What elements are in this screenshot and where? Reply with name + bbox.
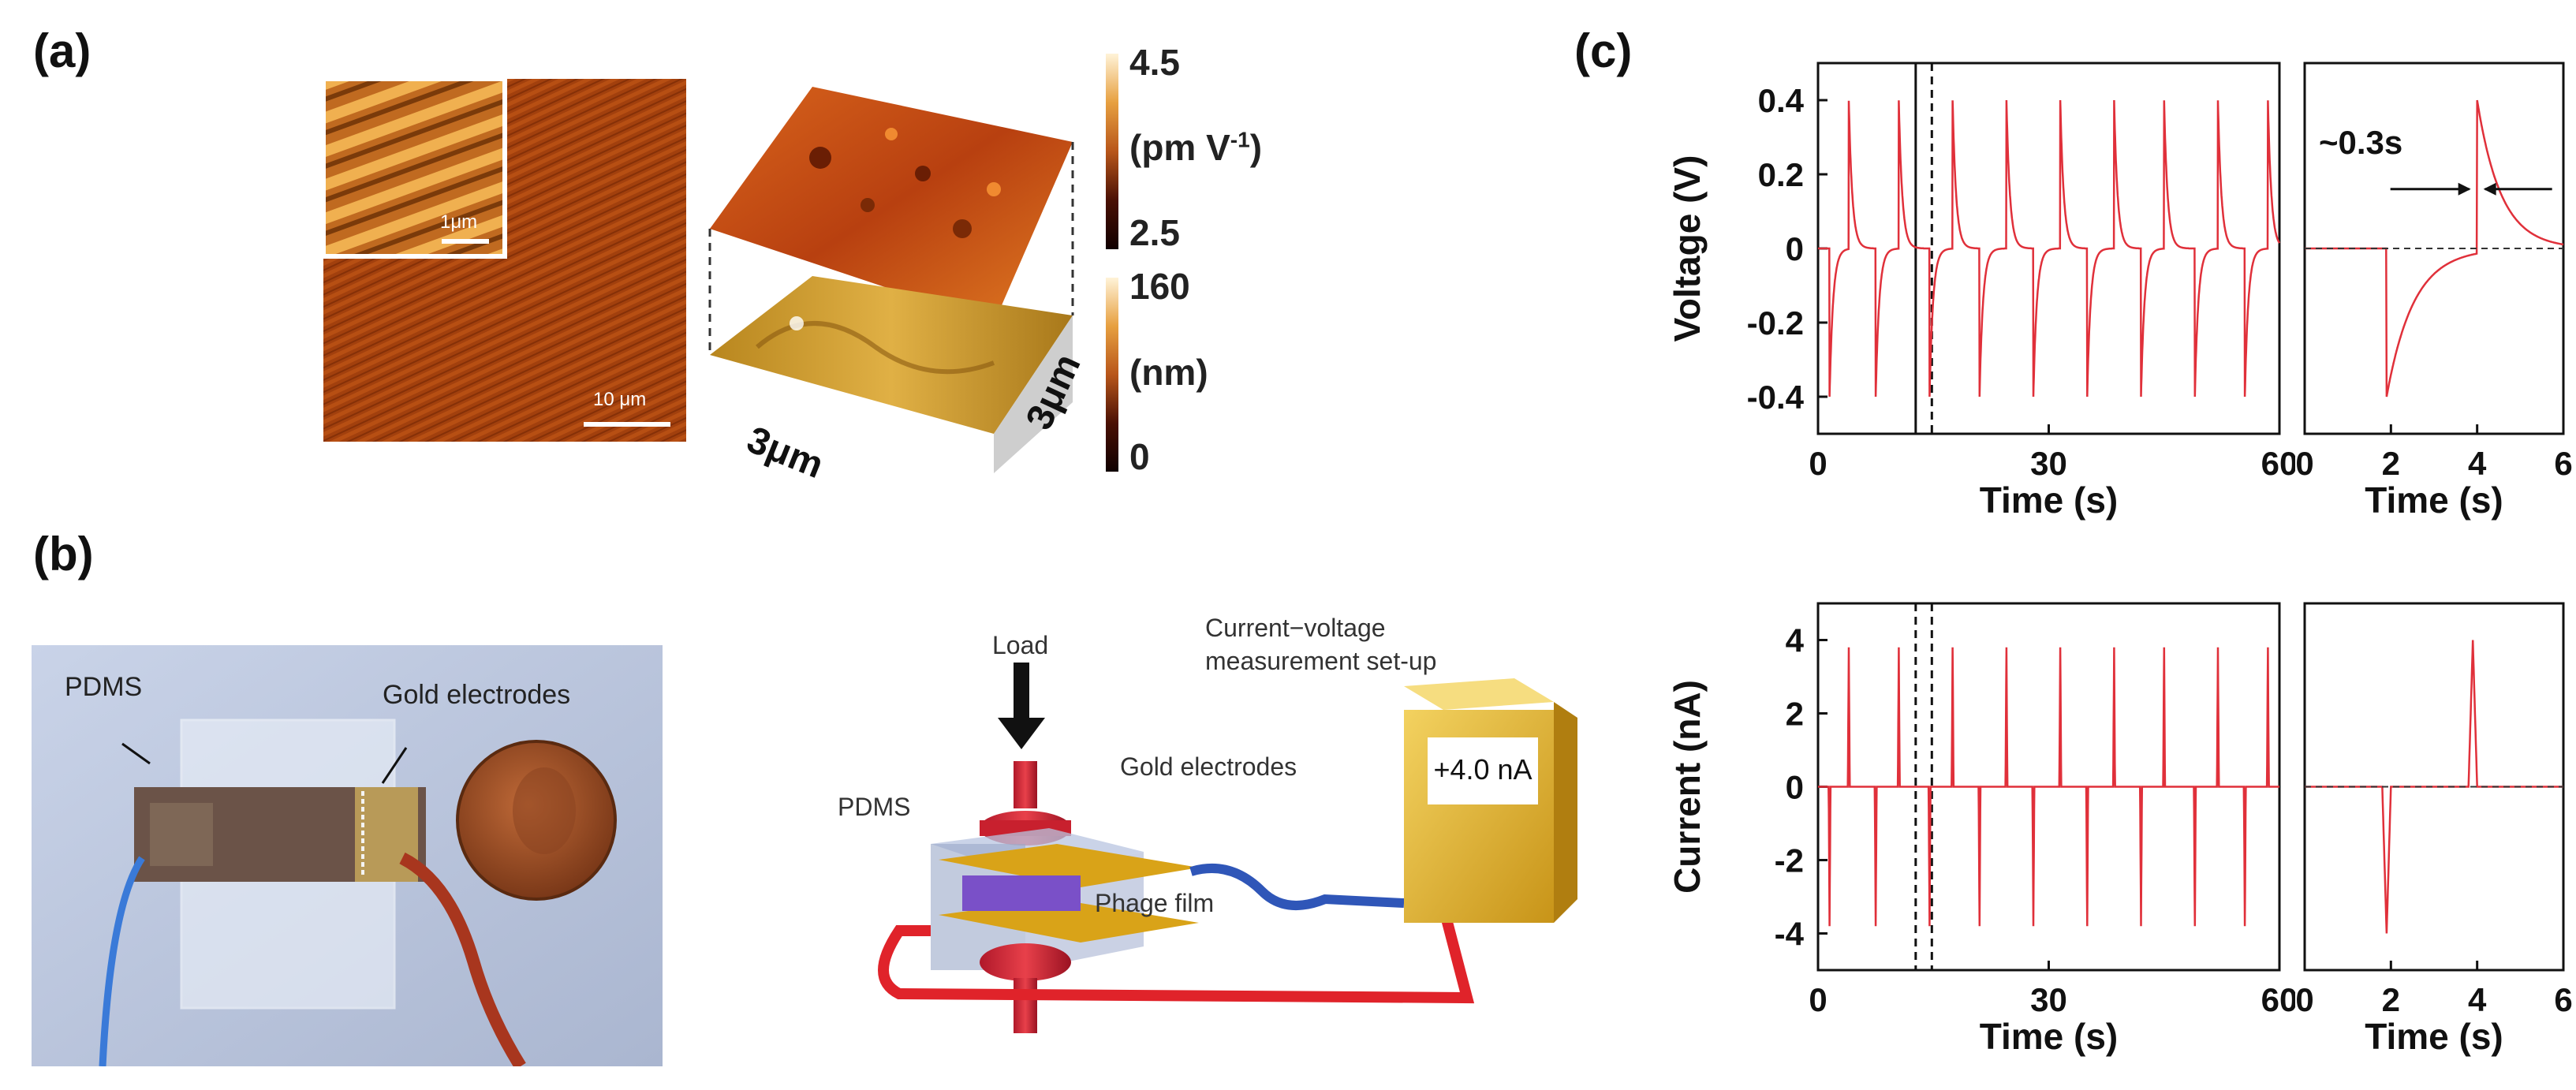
setup-diagram [878,663,1577,1033]
x-tick-label: 30 [2030,981,2067,1018]
series-trace [1818,647,2279,927]
x-tick-label: 0 [1809,445,1827,482]
device-photo [32,645,663,1066]
x-tick-label: 0 [2295,445,2313,482]
diagram-label-phage: Phage film [1095,889,1215,917]
x-tick-label: 0 [1809,981,1827,1018]
y-tick-label: 0 [1786,769,1804,806]
x-tick-label: 6 [2554,981,2572,1018]
colorbar-piezo-unit-text: (pm V [1129,127,1230,168]
diagram-label-setup-1: Current−voltage [1205,614,1386,642]
x-axis-label: Time (s) [2365,480,2503,521]
main-scale-label: 10 μm [593,389,647,410]
x-tick-label: 2 [2382,981,2400,1018]
x-tick-label: 6 [2554,445,2572,482]
y-tick-label: -4 [1775,916,1805,953]
duration-annotation: ~0.3s [2319,124,2402,161]
colorbar-piezo-unit: (pm V-1) [1129,126,1262,169]
diagram-label-pdms: PDMS [838,793,911,821]
annotation-arrowhead-left [2458,182,2471,196]
x-tick-label: 60 [2261,981,2295,1018]
y-tick-label: -0.2 [1747,304,1804,342]
x-tick-label: 2 [2382,445,2400,482]
photo-label-gold: Gold electrodes [383,680,571,710]
x-tick-label: 4 [2468,981,2487,1018]
y-tick-label: 0 [1786,230,1804,267]
x-axis-label: Time (s) [2365,1016,2503,1057]
series-trace [2305,99,2564,398]
colorbar-height-max: 160 [1129,266,1190,307]
panel-label-c: (c) [1574,24,1633,77]
y-tick-label: -0.4 [1747,379,1805,416]
meter-readout: +4.0 nA [1433,753,1533,786]
inset-scale-label: 1μm [440,211,478,233]
colorbar-piezo-unit-close: ) [1249,127,1263,168]
y-axis-label: Current (nA) [1667,680,1708,894]
series-trace [1818,99,2281,398]
x-tick-label: 4 [2468,445,2487,482]
annotation-arrowhead-right [2483,182,2496,196]
y-tick-label: 0.4 [1758,82,1805,119]
x-axis-label: Time (s) [1980,1016,2119,1057]
x-tick-label: 0 [2295,981,2313,1018]
colorbar-piezo [1106,54,1118,249]
y-tick-label: 0.2 [1758,156,1804,193]
colorbar-height-min: 0 [1129,436,1150,477]
diagram-label-load: Load [992,631,1049,659]
colorbar-height-unit: (nm) [1129,352,1208,393]
colorbar-piezo-min: 2.5 [1129,212,1180,253]
plot-frame [1816,62,2281,435]
y-tick-label: -2 [1775,842,1804,879]
y-tick-label: 4 [1786,622,1805,659]
diagram-label-setup-2: measurement set-up [1205,647,1437,675]
x-tick-label: 30 [2030,445,2067,482]
diagram-label-gold: Gold electrodes [1120,752,1297,781]
x-axis-label: Time (s) [1980,480,2119,521]
photo-label-pdms: PDMS [65,672,143,702]
x-tick-label: 60 [2261,445,2295,482]
y-axis-label: Voltage (V) [1667,155,1708,342]
panel-label-a: (a) [33,24,91,77]
panel-label-b: (b) [33,528,94,580]
afm-2d-image [323,79,686,442]
afm-3d-surfaces [708,87,1074,473]
colorbar-height [1106,278,1118,472]
colorbar-piezo-unit-sup: -1 [1230,127,1250,152]
y-tick-label: 2 [1786,696,1804,733]
colorbar-piezo-max: 4.5 [1129,42,1180,83]
